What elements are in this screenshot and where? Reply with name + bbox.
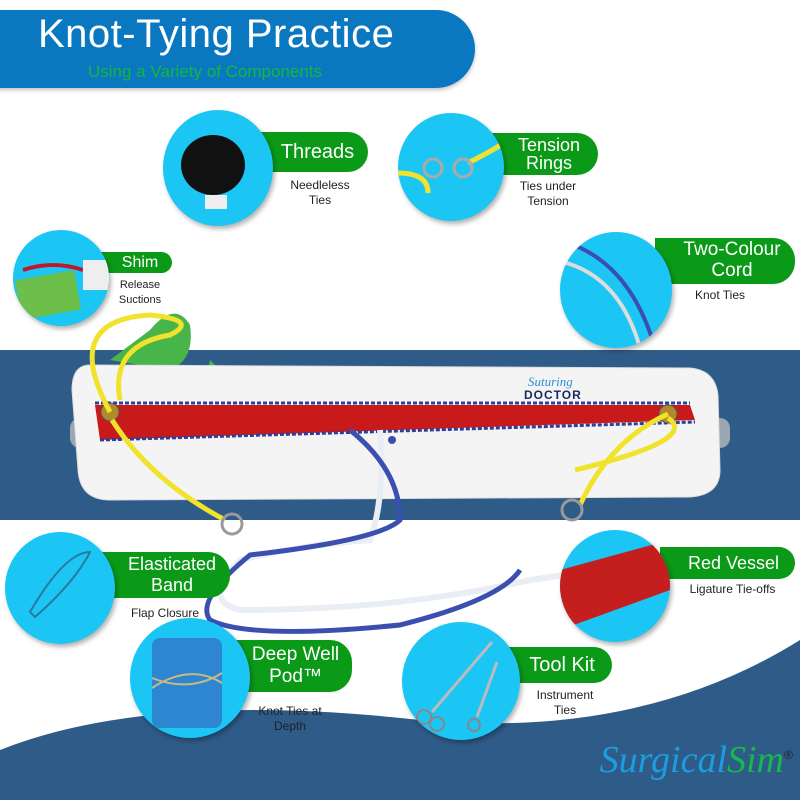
tension-rings-image: [398, 113, 504, 221]
elasticated-band-description: Flap Closure: [130, 606, 200, 620]
board-brand-line2: DOCTOR: [524, 388, 582, 402]
two-colour-cord-label: Two-Colour Cord: [655, 238, 795, 284]
tension-rings-label: Tension Rings: [490, 133, 598, 175]
two-colour-cord-description: Knot Ties: [694, 288, 746, 302]
tool-kit-image: [402, 622, 520, 740]
deep-well-pod-image: [130, 618, 250, 738]
shim-label: Shim: [100, 252, 172, 273]
board-brand-line1: Suturing: [528, 374, 573, 389]
page-subtitle: Using a Variety of Components: [88, 62, 323, 81]
registered-mark: ®: [784, 748, 793, 762]
red-vessel-label: Red Vessel: [660, 547, 795, 579]
elasticated-band-label: Elasticated Band: [100, 552, 230, 598]
deep-well-pod-label: Deep Well Pod™: [225, 640, 352, 692]
threads-label: Threads: [255, 132, 368, 172]
red-vessel-description: Ligature Tie-offs: [689, 582, 776, 596]
title-banner: [0, 10, 475, 88]
surgicalsim-logo: SurgicalSim: [599, 739, 784, 781]
red-vessel-image: [560, 530, 670, 642]
two-colour-cord-image: [560, 232, 672, 348]
shim-image: [13, 230, 109, 326]
threads-image: [163, 110, 273, 226]
page-title: Knot-Tying Practice: [38, 12, 395, 56]
elasticated-band-image: [5, 532, 115, 644]
